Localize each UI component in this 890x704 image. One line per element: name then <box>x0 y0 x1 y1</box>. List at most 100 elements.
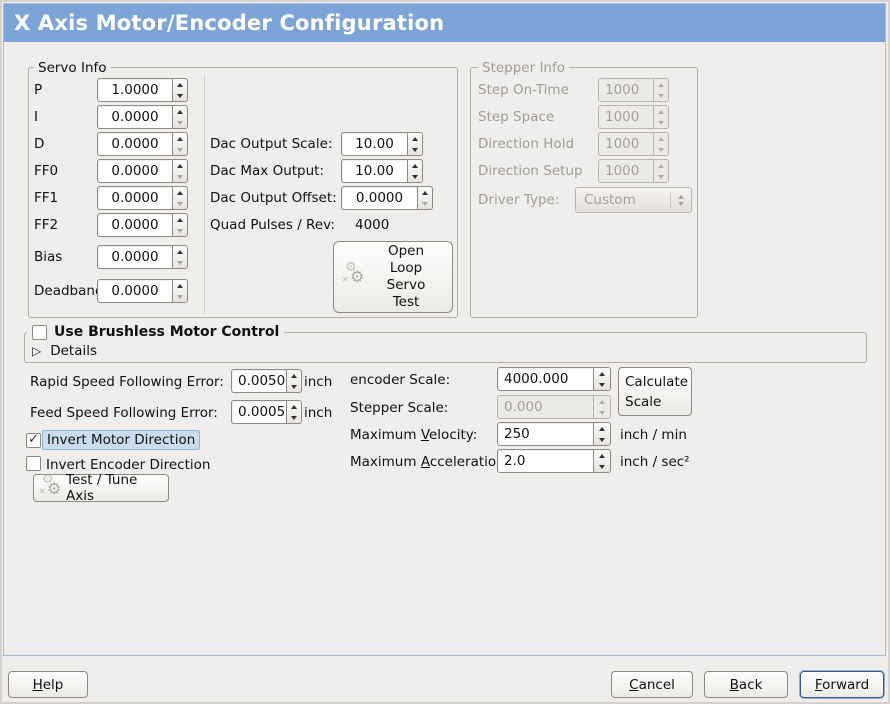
spin-up-button[interactable] <box>594 368 610 379</box>
spin-buttons-disabled <box>653 159 669 183</box>
step-on-time-label: Step On-Time <box>478 82 569 98</box>
spin-up-button[interactable] <box>173 106 187 117</box>
spin-up-button[interactable] <box>408 160 422 171</box>
d-spinbox[interactable]: 0.0000 <box>97 132 188 156</box>
spin-down-button[interactable] <box>418 198 432 209</box>
feed-following-error-label: Feed Speed Following Error: <box>30 405 218 421</box>
cancel-button-label: Cancel <box>629 677 675 693</box>
spin-down-button[interactable] <box>173 171 187 182</box>
encoder-scale-input[interactable]: 4000.000 <box>497 367 593 391</box>
invert-encoder-direction-checkbox[interactable] <box>26 456 41 471</box>
spin-up-button[interactable] <box>173 246 187 257</box>
i-input[interactable]: 0.0000 <box>97 105 172 129</box>
maximum-acceleration-input[interactable]: 2.0 <box>497 449 593 473</box>
p-input[interactable]: 1.0000 <box>97 78 172 102</box>
spin-buttons-disabled <box>653 132 669 156</box>
feed-following-error-spinbox[interactable]: 0.0005 <box>231 400 302 424</box>
label-text: ancel <box>638 676 675 693</box>
rapid-following-error-spinbox[interactable]: 0.0050 <box>231 369 302 393</box>
spin-up-button[interactable] <box>173 214 187 225</box>
spin-down-button[interactable] <box>594 461 610 472</box>
spin-down-button[interactable] <box>173 291 187 302</box>
spin-down-button[interactable] <box>173 198 187 209</box>
spin-up-button <box>654 133 668 144</box>
spin-down-button[interactable] <box>594 434 610 445</box>
cancel-button[interactable]: Cancel <box>611 671 693 698</box>
use-brushless-checkbox-row[interactable]: Use Brushless Motor Control <box>27 324 285 340</box>
forward-button[interactable]: Forward <box>800 671 884 698</box>
back-button[interactable]: Back <box>704 671 788 698</box>
maximum-acceleration-spinbox[interactable]: 2.0 <box>497 449 611 473</box>
bias-input[interactable]: 0.0000 <box>97 245 172 269</box>
spin-up-button[interactable] <box>287 401 301 412</box>
dac-output-offset-spinbox[interactable]: 0.0000 <box>341 186 433 210</box>
i-spin-buttons <box>172 105 188 129</box>
spin-up-button[interactable] <box>594 423 610 434</box>
feed-following-error-unit: inch <box>304 405 333 421</box>
combo-arrows-icon <box>671 194 691 206</box>
spin-down-button[interactable] <box>287 412 301 423</box>
feed-following-error-input[interactable]: 0.0005 <box>231 400 286 424</box>
spin-down-button[interactable] <box>173 225 187 236</box>
encoder-scale-spinbox[interactable]: 4000.000 <box>497 367 611 391</box>
spin-down-button[interactable] <box>173 117 187 128</box>
spin-up-button[interactable] <box>173 133 187 144</box>
spin-up-button[interactable] <box>173 79 187 90</box>
dac-output-offset-input[interactable]: 0.0000 <box>341 186 417 210</box>
bias-spinbox[interactable]: 0.0000 <box>97 245 188 269</box>
maximum-acceleration-unit: inch / sec² <box>620 454 690 470</box>
ff0-spin-buttons <box>172 159 188 183</box>
spin-buttons-disabled <box>653 105 669 129</box>
maximum-velocity-input[interactable]: 250 <box>497 422 593 446</box>
spin-up-button[interactable] <box>418 187 432 198</box>
spin-up-button[interactable] <box>594 450 610 461</box>
use-brushless-checkbox[interactable] <box>32 324 47 340</box>
invert-encoder-direction-label[interactable]: Invert Encoder Direction <box>46 457 211 473</box>
label-mnemonic: A <box>420 454 430 470</box>
ff1-input[interactable]: 0.0000 <box>97 186 172 210</box>
invert-motor-direction-label[interactable]: Invert Motor Direction <box>42 430 201 450</box>
ff0-spinbox[interactable]: 0.0000 <box>97 159 188 183</box>
dac-output-scale-spinbox[interactable]: 10.00 <box>341 132 423 156</box>
label-mnemonic: B <box>729 676 739 693</box>
spin-down-button[interactable] <box>173 90 187 101</box>
dac-max-output-spinbox[interactable]: 10.00 <box>341 159 423 183</box>
spin-down-button[interactable] <box>408 144 422 155</box>
spin-down-button[interactable] <box>594 379 610 390</box>
dac-max-output-input[interactable]: 10.00 <box>341 159 407 183</box>
open-loop-label: Open Loop Servo Test <box>370 243 442 311</box>
spin-up-button[interactable] <box>173 187 187 198</box>
spin-up-button[interactable] <box>173 160 187 171</box>
gear-large-icon: ⚙ <box>47 479 62 498</box>
calculate-scale-button[interactable]: Calculate Scale <box>618 367 692 416</box>
help-button[interactable]: Help <box>8 671 88 698</box>
step-on-time-spinbox: 1000 <box>598 78 669 102</box>
ff2-spinbox[interactable]: 0.0000 <box>97 213 188 237</box>
label-mnemonic: F <box>814 676 823 693</box>
i-spinbox[interactable]: 0.0000 <box>97 105 188 129</box>
details-label: Details <box>50 343 98 359</box>
spin-down-button[interactable] <box>173 257 187 268</box>
open-loop-servo-test-button[interactable]: ⚙ ⚙ ✕ Open Loop Servo Test <box>333 241 453 313</box>
details-expander[interactable]: ▷ Details <box>32 343 97 359</box>
dac-output-scale-input[interactable]: 10.00 <box>341 132 407 156</box>
rapid-following-error-input[interactable]: 0.0050 <box>231 369 286 393</box>
test-tune-axis-button[interactable]: ⚙ ⚙ ✕ Test / Tune Axis <box>33 472 169 504</box>
spin-up-button[interactable] <box>173 280 187 291</box>
quad-pulses-value: 4000 <box>355 217 390 233</box>
spin-down-button[interactable] <box>287 381 301 392</box>
spin-up-button[interactable] <box>287 370 301 381</box>
ff1-spinbox[interactable]: 0.0000 <box>97 186 188 210</box>
deadband-input[interactable]: 0.0000 <box>97 279 172 303</box>
deadband-spinbox[interactable]: 0.0000 <box>97 279 188 303</box>
spin-up-button[interactable] <box>408 133 422 144</box>
invert-motor-direction-checkbox[interactable] <box>26 433 41 448</box>
d-input[interactable]: 0.0000 <box>97 132 172 156</box>
spin-down-button[interactable] <box>408 171 422 182</box>
maximum-velocity-spinbox[interactable]: 250 <box>497 422 611 446</box>
ff0-input[interactable]: 0.0000 <box>97 159 172 183</box>
p-spinbox[interactable]: 1.0000 <box>97 78 188 102</box>
spin-down-button[interactable] <box>173 144 187 155</box>
deadband-spin-buttons <box>172 279 188 303</box>
ff2-input[interactable]: 0.0000 <box>97 213 172 237</box>
